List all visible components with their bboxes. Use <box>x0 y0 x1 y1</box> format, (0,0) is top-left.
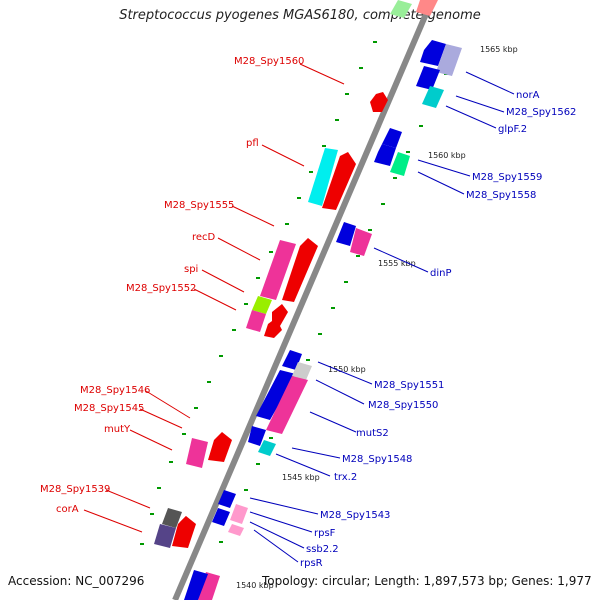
kbp-label-1550: 1550 kbp <box>328 365 366 374</box>
gene-corA-purple[interactable] <box>154 524 176 548</box>
gene-M28_Spy1550-blue[interactable] <box>256 370 296 420</box>
label-M28_Spy1558: M28_Spy1558 <box>466 190 536 201</box>
gene-M28_Spy1558-green[interactable] <box>390 152 410 176</box>
gene-top-red[interactable] <box>416 0 438 16</box>
kbp-label-1540: 1540 kbp <box>236 581 274 590</box>
gene-bottom-blue[interactable] <box>184 570 208 600</box>
gene-corA-red[interactable] <box>172 516 196 548</box>
label-M28_Spy1543: M28_Spy1543 <box>320 510 390 521</box>
gene-M28_Spy1539-gray[interactable] <box>162 508 182 528</box>
gene-M28_Spy1560[interactable] <box>370 92 388 112</box>
gene-mutS2[interactable] <box>266 376 308 434</box>
label-ssb2: ssb2.2 <box>306 544 339 555</box>
gene-mutY-red[interactable] <box>208 432 232 462</box>
kbp-label-1555: 1555 kbp <box>378 259 416 268</box>
gene-recD-pink[interactable] <box>260 240 296 300</box>
gene-M28_Spy1552-pink[interactable] <box>246 310 266 332</box>
label-pfl: pfl <box>246 138 259 149</box>
gene-M28_Spy1562[interactable] <box>416 66 440 90</box>
label-rpsR: rpsR <box>300 558 323 569</box>
label-mutS2: mutS2 <box>356 428 389 439</box>
label-mutY: mutY <box>104 424 131 435</box>
forward-genes <box>154 92 388 600</box>
label-M28_Spy1548: M28_Spy1548 <box>342 454 412 465</box>
label-M28_Spy1551: M28_Spy1551 <box>374 380 444 391</box>
right-leaders <box>249 71 515 563</box>
label-dinP: dinP <box>430 268 452 279</box>
label-M28_Spy1546: M28_Spy1546 <box>80 385 150 396</box>
label-glpF2: glpF.2 <box>498 124 527 135</box>
gene-pfl-cyan[interactable] <box>308 148 338 206</box>
gene-dinP-blue[interactable] <box>336 222 356 246</box>
label-M28_Spy1562: M28_Spy1562 <box>506 107 576 118</box>
gene-trx2[interactable] <box>258 440 276 456</box>
label-M28_Spy1550: M28_Spy1550 <box>368 400 438 411</box>
left-leaders <box>83 63 345 533</box>
gene-norA[interactable] <box>420 40 446 66</box>
gene-recD-red[interactable] <box>282 238 318 302</box>
gene-red-small-2[interactable] <box>264 318 282 338</box>
reverse-genes <box>184 0 462 600</box>
label-rpsF: rpsF <box>314 528 336 539</box>
kbp-label-1565: 1565 kbp <box>480 45 518 54</box>
gene-pfl-red[interactable] <box>322 152 356 210</box>
kbp-label-1560: 1560 kbp <box>428 151 466 160</box>
gene-bottom-pink[interactable] <box>198 572 220 600</box>
accession-text: Accession: NC_007296 <box>8 574 145 588</box>
gene-spi[interactable] <box>252 296 272 314</box>
label-corA: corA <box>56 504 79 515</box>
label-trx2: trx.2 <box>334 472 357 483</box>
gene-rpsF[interactable] <box>230 504 248 524</box>
gene-M28_Spy1543[interactable] <box>218 490 236 508</box>
map-title: Streptococcus pyogenes MGAS6180, complet… <box>119 8 481 23</box>
label-recD: recD <box>192 232 216 243</box>
gene-glpF[interactable] <box>422 86 444 108</box>
gene-norA-light[interactable] <box>436 44 462 76</box>
gene-top-green[interactable] <box>390 0 412 18</box>
topology-text: Topology: circular; Length: 1,897,573 bp… <box>262 574 592 588</box>
gene-M28_Spy1550-light[interactable] <box>292 362 312 380</box>
gene-rpsR[interactable] <box>228 524 244 536</box>
genome-backbone <box>172 0 435 600</box>
gene-M28_Spy1548[interactable] <box>248 426 266 446</box>
label-M28_Spy1552: M28_Spy1552 <box>126 283 196 294</box>
gene-dinP-pink[interactable] <box>350 228 372 256</box>
gene-M28_Spy1559[interactable] <box>382 128 402 148</box>
label-M28_Spy1539: M28_Spy1539 <box>40 484 110 495</box>
gene-mutY-pink[interactable] <box>186 438 208 468</box>
label-M28_Spy1545: M28_Spy1545 <box>74 403 144 414</box>
kbp-label-1545: 1545 kbp <box>282 473 320 482</box>
label-spi: spi <box>184 264 198 275</box>
label-M28_Spy1555: M28_Spy1555 <box>164 200 234 211</box>
gene-M28_Spy1539-red[interactable] <box>180 516 190 530</box>
label-norA: norA <box>516 90 540 101</box>
label-M28_Spy1559: M28_Spy1559 <box>472 172 542 183</box>
gene-ssb2[interactable] <box>212 508 230 526</box>
gene-M28_Spy1558-blue[interactable] <box>374 144 396 166</box>
label-M28_Spy1560: M28_Spy1560 <box>234 56 304 67</box>
